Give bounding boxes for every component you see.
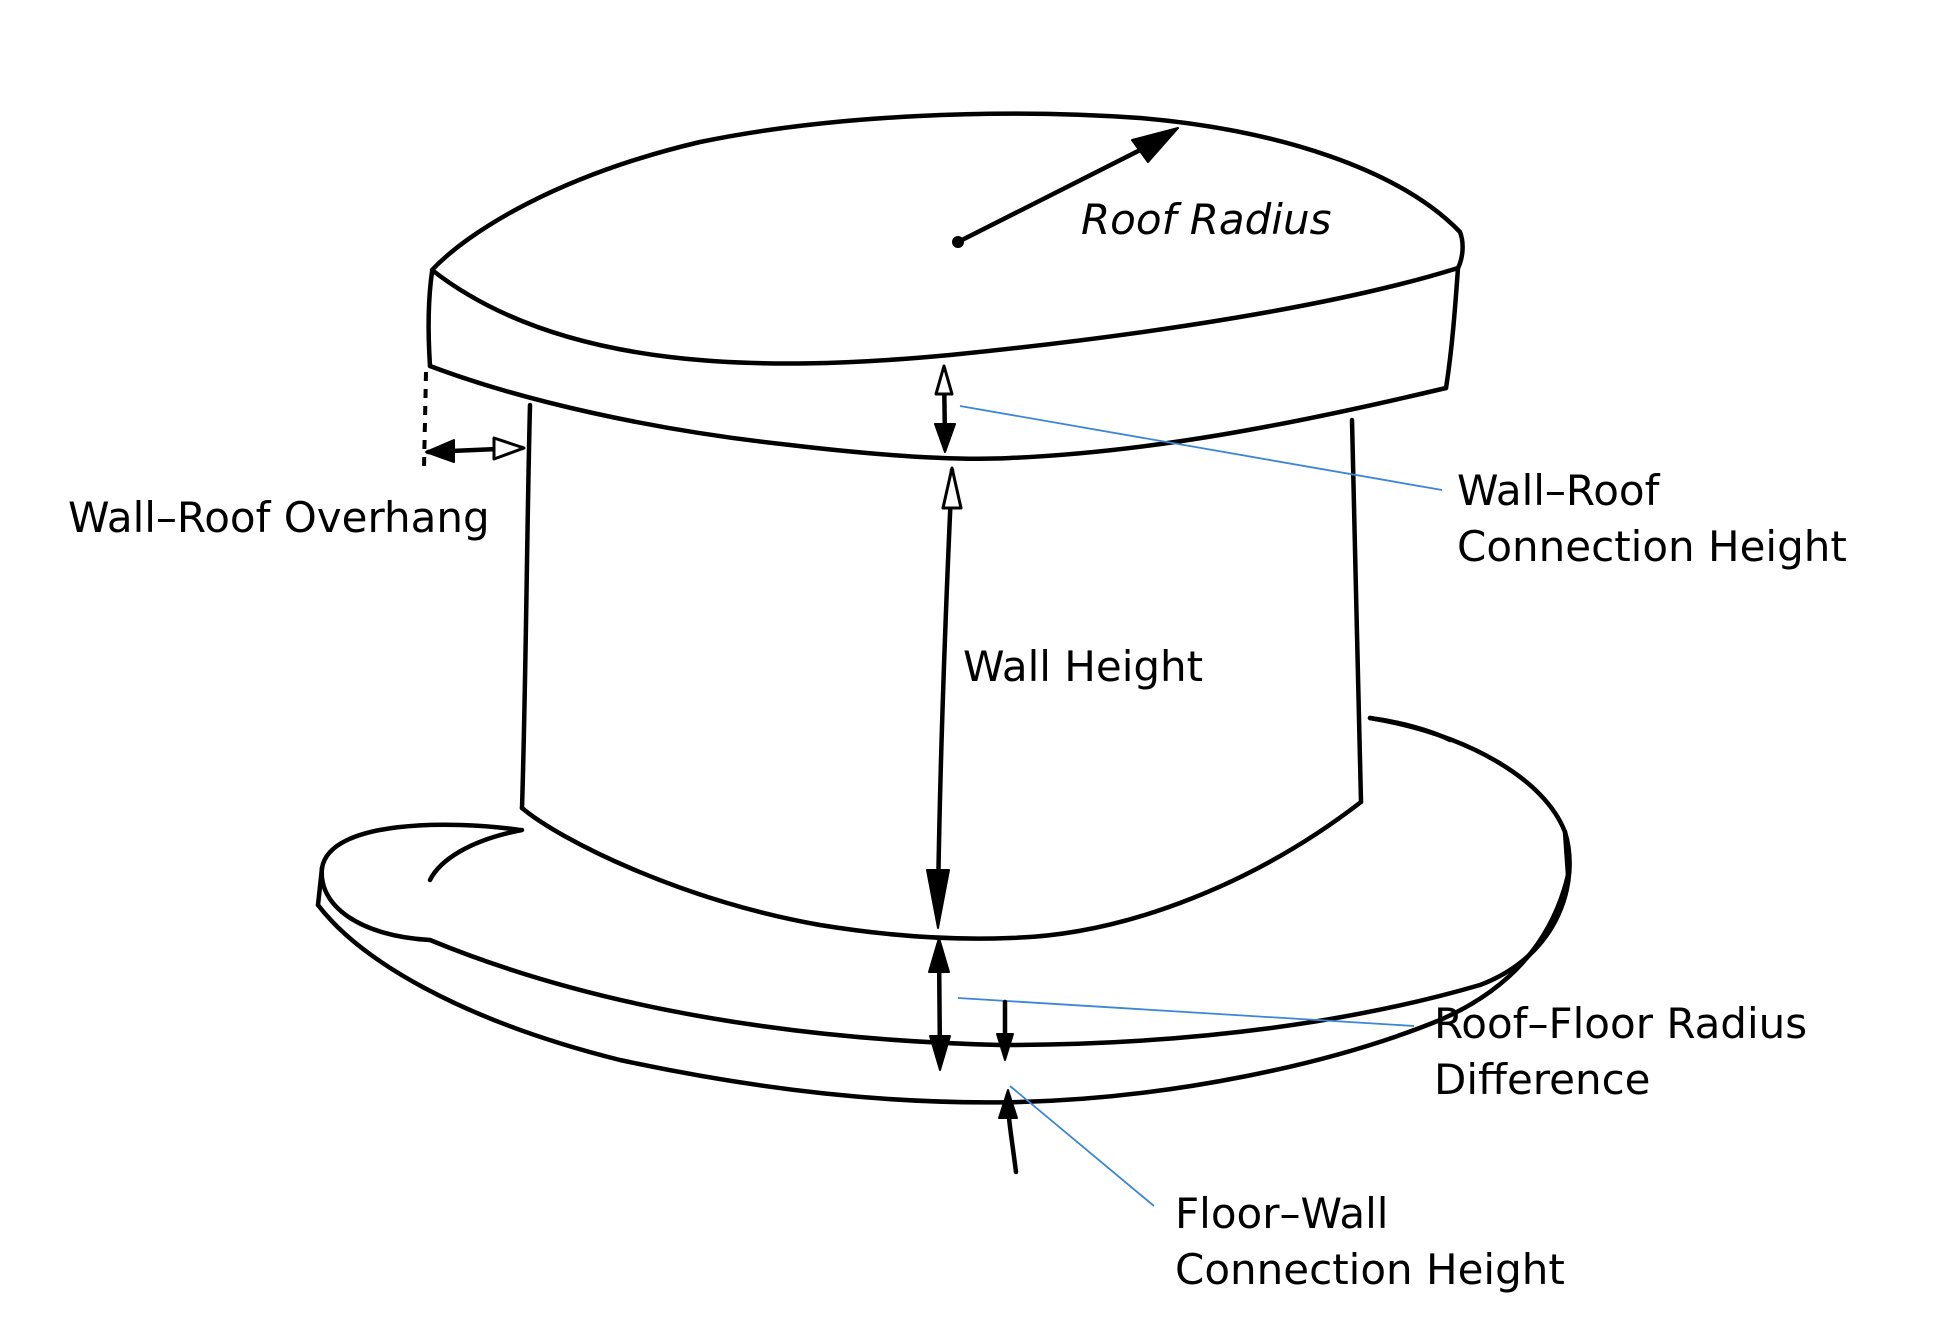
wr-conn-leader-line xyxy=(959,405,1443,491)
wall-roof-overhang-label: Wall–Roof Overhang xyxy=(68,493,490,542)
roof-bottom-rim xyxy=(427,363,1449,461)
wall-height-arrowhead-bottom xyxy=(926,869,950,929)
wall-roof-connection-height-marker xyxy=(934,364,1443,491)
roof-top-ellipse xyxy=(429,111,1465,366)
rf-diff-arrowhead-bottom xyxy=(929,1035,951,1071)
floor-right-rim-edge xyxy=(1562,829,1571,878)
floor-wall-connection-height-label-line1: Floor–Wall xyxy=(1175,1189,1389,1238)
floor-bottom-rim xyxy=(315,872,1571,1105)
wall-roof-overhang-marker xyxy=(422,371,526,469)
wall-right-edge xyxy=(1349,417,1364,805)
roof-left-rim-edge xyxy=(426,269,435,369)
wall-roof-connection-height-label-line1: Wall–Roof xyxy=(1457,466,1660,515)
wall-bottom-curve xyxy=(519,799,1364,941)
fw-upper-arrowhead xyxy=(996,1033,1014,1061)
wr-conn-arrowhead-top xyxy=(934,364,954,396)
overhang-arrowhead-left xyxy=(425,439,455,463)
wall-cylinder xyxy=(519,402,1364,941)
wall-left-edge xyxy=(519,402,533,811)
wr-conn-arrowhead-bottom xyxy=(934,423,956,453)
roof-floor-radius-difference-label-line2: Difference xyxy=(1434,1055,1651,1104)
floor-wall-connection-height-label-line2: Connection Height xyxy=(1175,1245,1565,1294)
roof-radius-label: Roof Radius xyxy=(1081,195,1332,244)
rf-diff-arrowhead-top xyxy=(928,937,950,973)
roof-right-rim-edge xyxy=(1443,265,1461,391)
overhang-arrowhead-right xyxy=(492,436,526,461)
floor-back-edge-right xyxy=(1367,715,1453,743)
roof-disc xyxy=(426,111,1465,461)
floor-wall-connection-height-marker xyxy=(996,999,1155,1207)
wall-height-label: Wall Height xyxy=(963,642,1204,691)
roof-floor-radius-difference-marker xyxy=(928,937,1415,1071)
fw-lower-arrowhead xyxy=(998,1089,1018,1119)
wall-height-arrowhead-top xyxy=(941,466,963,510)
roof-floor-radius-difference-label-line1: Roof–Floor Radius xyxy=(1434,999,1808,1048)
fw-leader-line xyxy=(1009,1085,1155,1207)
roof-radius-arrow xyxy=(952,127,1179,248)
rf-diff-leader-line xyxy=(957,997,1415,1027)
floor-back-edge-left xyxy=(427,827,525,883)
wall-roof-connection-height-label-line2: Connection Height xyxy=(1457,522,1847,571)
floor-left-rim-edge xyxy=(315,865,325,908)
wall-height-marker xyxy=(926,466,963,929)
roof-radius-arrowhead xyxy=(1131,127,1179,163)
overhang-dashed-guide xyxy=(422,371,428,469)
